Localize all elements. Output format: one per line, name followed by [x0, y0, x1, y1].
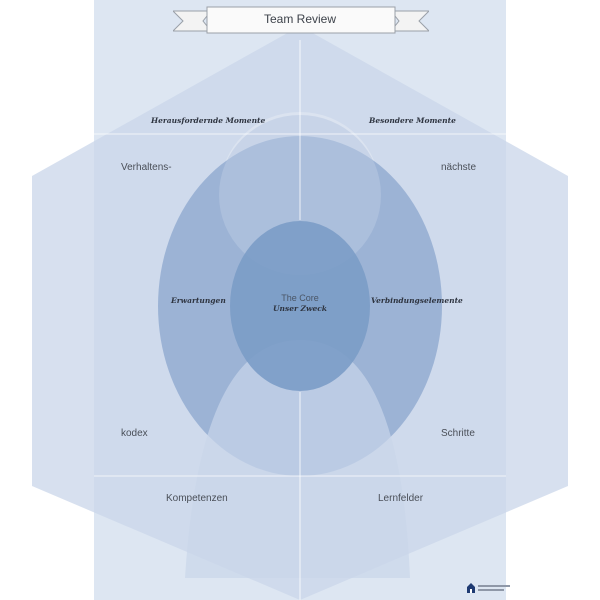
quadrant-label-top-left: Herausfordernde Momente [151, 116, 266, 125]
middle-label-left: Erwartungen [171, 296, 226, 305]
house-logo-icon [467, 583, 510, 593]
core-subtitle: Unser Zweck [272, 304, 328, 313]
side-label-left-bottom: kodex [121, 428, 148, 439]
bottom-label-left: Kompetenzen [166, 493, 228, 504]
core-ellipse [230, 221, 370, 391]
side-label-left-top: Verhaltens- [121, 162, 172, 173]
title-ribbon [173, 6, 429, 34]
bottom-label-right: Lernfelder [378, 493, 424, 504]
side-label-right-top: nächste [441, 162, 477, 173]
quadrant-label-top-right: Besondere Momente [369, 116, 456, 125]
side-label-right-bottom: Schritte [441, 428, 475, 439]
middle-label-right: Verbindungselemente [371, 296, 463, 305]
page-title: Team Review [263, 12, 337, 26]
lower-arch [185, 340, 410, 578]
core-title: The Core [281, 293, 319, 303]
